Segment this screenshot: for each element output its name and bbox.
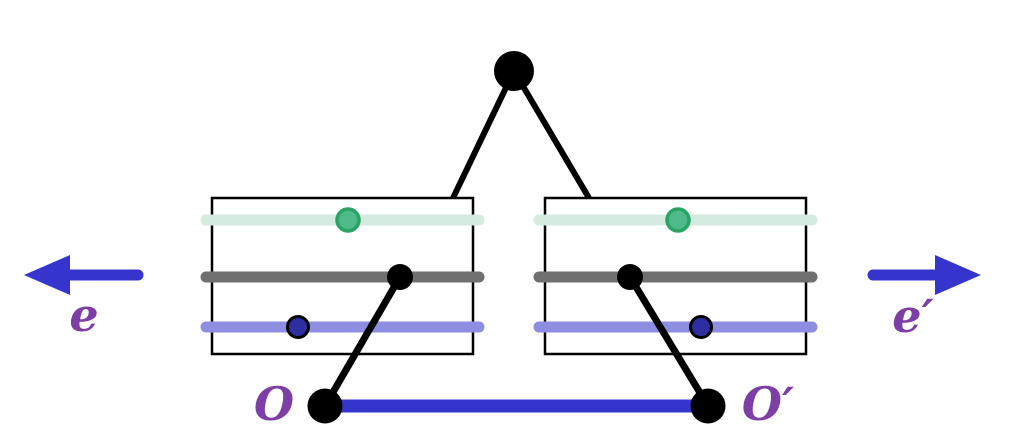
left-arrow-head [24,255,70,295]
left-arrow-icon [24,255,144,295]
apex-to-right-box-line [511,69,592,200]
left-arrow-label: e [69,288,98,342]
right-arrow-head [935,255,981,295]
left-green-dot [335,207,361,233]
right-diagonal-line [627,275,711,408]
left-navy-dot [286,315,310,339]
left-diagonal-line [321,275,404,408]
apex-to-left-box-line [450,69,517,200]
origin-o-label: O [254,377,294,431]
right-navy-dot [689,315,713,339]
right-green-dot [665,207,691,233]
right-arrow-label: e′ [892,289,933,343]
right-arrow-icon [867,255,981,295]
origin-o-dot [307,388,343,424]
origin-o-prime-dot [690,388,726,424]
right-gray-bar-dot [617,264,643,290]
origin-o-prime-label: O′ [742,377,794,431]
left-gray-bar-dot [387,264,413,290]
apex-vertex-dot [494,51,534,91]
